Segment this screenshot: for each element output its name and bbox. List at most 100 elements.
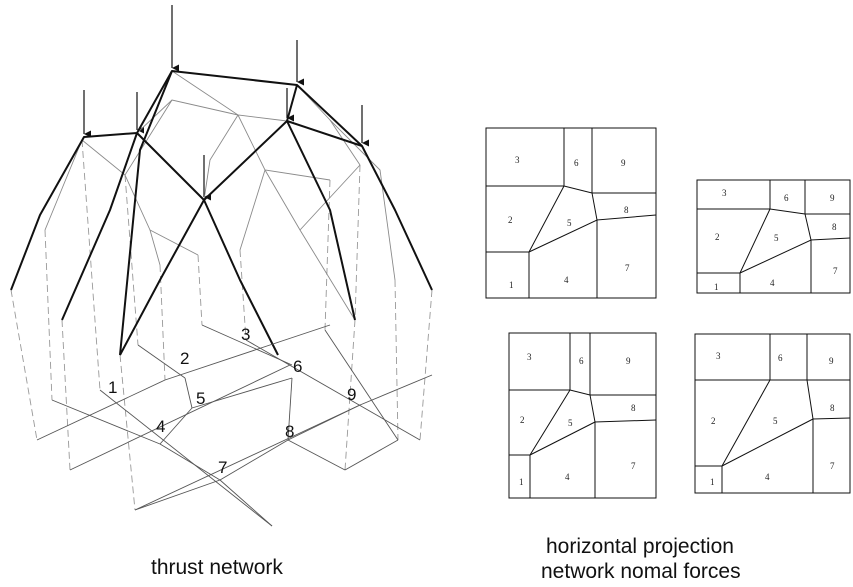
force-diagram: 1 2 3 4 5 6 7 8 9 (485, 127, 657, 299)
cell-label: 3 (527, 352, 532, 362)
shell-line (149, 229, 199, 256)
thrust-line (119, 70, 173, 356)
cell-label: 7 (631, 461, 636, 471)
cell-edge (697, 208, 771, 274)
projection-line (394, 279, 399, 441)
cell-edge (529, 421, 596, 498)
projection-edge (134, 404, 361, 511)
thrust-line (286, 120, 356, 321)
cell-label: 3 (716, 351, 721, 361)
projection-edge (245, 339, 421, 441)
thrust-line (286, 84, 298, 122)
projection-line (239, 249, 247, 341)
shell-line (296, 84, 361, 166)
node-label: 2 (180, 349, 189, 368)
projection-edge (287, 439, 346, 471)
cell-label: 1 (714, 282, 719, 292)
projection-edge (134, 479, 221, 511)
cell-edge (509, 389, 656, 396)
force-diagram: 1 2 3 4 5 6 7 8 9 (694, 333, 851, 494)
projection-edge (324, 329, 399, 441)
cell-label: 3 (722, 188, 727, 198)
projection-edge (344, 439, 399, 471)
cell-label: 3 (515, 155, 520, 165)
thrust-line (203, 199, 279, 356)
projection-line (197, 254, 203, 326)
cell-label: 5 (567, 218, 572, 228)
cell-edge (589, 333, 657, 423)
cell-label: 6 (574, 158, 579, 168)
thrust-network: 1 2 3 4 5 6 7 8 9 (10, 5, 433, 527)
cell-label: 2 (508, 215, 513, 225)
node-label: 3 (241, 325, 250, 344)
projection-edge (164, 324, 331, 381)
force-diagram: 1 2 3 4 5 6 7 8 9 (508, 332, 657, 499)
projection-line (344, 319, 356, 471)
projection-edge (159, 443, 221, 481)
node-labels: 1 2 3 4 5 6 7 8 9 (108, 325, 356, 477)
cell-label: 2 (520, 415, 525, 425)
projection-line (44, 229, 53, 401)
cell-edge (486, 185, 565, 253)
projection-edge (51, 399, 161, 445)
projection-edge (191, 377, 293, 409)
cell-label: 9 (621, 158, 626, 168)
cell-label: 9 (626, 356, 631, 366)
cell-edge (721, 418, 814, 493)
diagram-frame (508, 332, 657, 499)
projection-edge (359, 374, 433, 406)
cell-label: 6 (579, 356, 584, 366)
shell-line (239, 169, 266, 251)
horizontal-projection (36, 324, 433, 527)
projection-edge (69, 364, 291, 471)
shell-line (299, 164, 361, 231)
cell-edge (806, 334, 851, 420)
cell-edge (528, 219, 598, 298)
thrust-line (61, 132, 138, 321)
cell-label: 6 (784, 193, 789, 203)
cell-label: 8 (832, 222, 837, 232)
cell-label: 1 (509, 280, 514, 290)
projection-line (124, 174, 139, 346)
diagram-frame (696, 179, 851, 294)
cell-edge (509, 389, 571, 456)
cell-label: 5 (568, 418, 573, 428)
node-label: 5 (196, 389, 205, 408)
cell-edge (804, 180, 851, 241)
caption-thrust-network: thrust network (151, 556, 283, 579)
diagram-frame (485, 127, 657, 299)
cell-label: 4 (765, 472, 770, 482)
projection-line (354, 164, 361, 321)
shell-line (264, 169, 356, 321)
cell-label: 7 (625, 263, 630, 273)
projection-edge (184, 377, 193, 409)
node-label: 1 (108, 378, 117, 397)
cell-label: 8 (624, 205, 629, 215)
projection-line (61, 319, 71, 471)
cell-edge (739, 239, 812, 293)
shell-line (329, 119, 396, 281)
cell-label: 9 (830, 193, 835, 203)
force-diagrams: 1 2 3 4 5 6 7 8 9 1 2 3 4 5 6 7 8 (485, 127, 851, 499)
projection-line (10, 289, 38, 441)
cell-label: 5 (773, 416, 778, 426)
shell-line (44, 139, 83, 231)
node-label: 4 (156, 417, 165, 436)
thrust-line (119, 199, 205, 356)
projection-edge (159, 407, 193, 445)
cell-label: 9 (829, 356, 834, 366)
cell-label: 8 (631, 403, 636, 413)
cell-label: 2 (715, 232, 720, 242)
load-arrows (83, 5, 369, 201)
thrust-bold-lines (10, 70, 433, 356)
node-label: 9 (347, 385, 356, 404)
projection-lines (10, 139, 433, 511)
cell-label: 4 (770, 278, 775, 288)
projection-line (119, 354, 136, 511)
node-label: 8 (285, 422, 294, 441)
cell-edge (486, 185, 656, 194)
cell-label: 7 (833, 266, 838, 276)
thrust-line (136, 120, 363, 201)
projection-edge (287, 377, 293, 441)
